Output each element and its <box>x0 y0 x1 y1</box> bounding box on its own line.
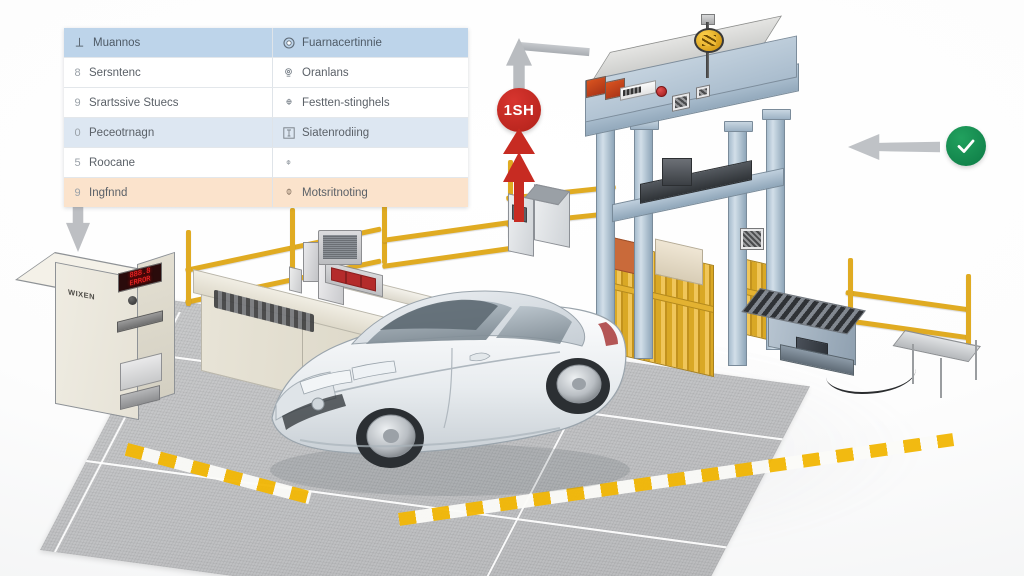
check-icon <box>957 139 975 153</box>
row-number: 8 <box>74 66 81 79</box>
table-row[interactable]: 8 Sersntenc Oranlans <box>64 58 468 88</box>
datum-icon <box>282 186 295 199</box>
rail-post <box>848 258 853 334</box>
arrow-shaft <box>514 178 524 222</box>
row-value: Oranlans <box>302 66 349 79</box>
row-cell-label: 0 Peceotrnagn <box>64 118 273 147</box>
row-cell-label: 5 Roocane <box>64 148 273 177</box>
column-cap <box>724 121 753 132</box>
red-stop-marker[interactable]: 1SH <box>497 88 541 132</box>
rail-post <box>966 274 971 350</box>
concentricity-icon <box>282 66 295 79</box>
feature-frame-icon <box>282 126 295 139</box>
row-cell-value: Oranlans <box>273 58 468 87</box>
table-leg <box>912 344 914 384</box>
press-ram <box>662 158 692 186</box>
monitor-screen <box>323 235 357 259</box>
fence-band <box>601 280 713 313</box>
row-label: Srartssive Stuecs <box>89 96 179 109</box>
green-check-marker[interactable] <box>946 126 986 166</box>
position-small-icon <box>282 156 295 169</box>
amber-warning-beacon <box>694 28 724 53</box>
rack-lamp <box>331 267 346 285</box>
pad-line <box>86 460 727 548</box>
workstation-monitor <box>318 230 362 265</box>
red-double-up-arrow <box>503 128 535 222</box>
emergency-stop-button[interactable] <box>656 86 667 97</box>
auxiliary-unit <box>289 266 302 294</box>
table-row[interactable]: 9 Ingfnnd Motsritnoting <box>64 178 468 207</box>
table-leg <box>975 340 977 380</box>
row-number: 9 <box>74 96 81 109</box>
row-cell-label: 9 Ingfnnd <box>64 178 273 207</box>
arrow-head-upper <box>503 128 535 154</box>
header-label-1: Muannos <box>93 36 141 49</box>
press-column <box>630 119 659 359</box>
measurement-data-table[interactable]: Muannos Fuarnacertinnie 8 Sersntenc <box>64 28 468 207</box>
header-label-2: Fuarnacertinnie <box>302 36 382 49</box>
position-icon <box>282 96 295 109</box>
row-label: Ingfnnd <box>89 186 128 199</box>
row-cell-value: Siatenrodiing <box>273 118 468 147</box>
row-cell-value: Motsritnoting <box>273 178 468 207</box>
table-header-row: Muannos Fuarnacertinnie <box>64 28 468 58</box>
rail-post <box>382 188 387 264</box>
grey-pointer-bar <box>519 42 590 57</box>
perpendicularity-icon <box>73 36 86 49</box>
row-cell-label: 9 Srartssive Stuecs <box>64 88 273 117</box>
row-value: Siatenrodiing <box>302 126 370 139</box>
header-cell-1: Muannos <box>64 28 273 57</box>
row-number: 9 <box>74 186 81 199</box>
beacon-lens <box>702 35 716 46</box>
stop-badge-label: 1SH <box>503 101 535 119</box>
circle-target-icon <box>282 36 295 49</box>
column-cap <box>762 109 791 120</box>
row-cell-value: Festten-stinghels <box>273 88 468 117</box>
die-marking-plate <box>740 228 764 250</box>
row-number: 5 <box>74 156 81 169</box>
rack-lamp <box>361 274 376 292</box>
safety-rail <box>382 245 512 269</box>
bench-door-seam <box>302 319 303 396</box>
computer-tower <box>303 242 319 282</box>
row-value: Festten-stinghels <box>302 96 390 109</box>
row-label: Peceotrnagn <box>89 126 155 139</box>
row-cell-value <box>273 148 468 177</box>
hmi-readout <box>623 86 641 97</box>
rail-post <box>290 208 295 284</box>
grey-left-arrow <box>848 134 940 160</box>
rack-lamp <box>346 271 361 288</box>
table-leg <box>940 358 942 398</box>
rail-post <box>186 230 191 306</box>
row-number: 0 <box>74 126 81 139</box>
header-cell-2: Fuarnacertinnie <box>273 28 468 57</box>
row-value: Motsritnoting <box>302 186 368 199</box>
cabinet-selector-knob[interactable] <box>128 296 137 305</box>
power-cable <box>826 352 916 394</box>
row-cell-label: 8 Sersntenc <box>64 58 273 87</box>
plate-hatch <box>675 95 687 109</box>
table-row[interactable]: 0 Peceotrnagn Siatenrodiing <box>64 118 468 148</box>
table-row[interactable]: 9 Srartssive Stuecs Festten-stinghels <box>64 88 468 118</box>
safety-rail <box>382 219 512 243</box>
plate-hatch <box>743 231 761 247</box>
row-label: Sersntenc <box>89 66 141 79</box>
press-column <box>592 109 621 354</box>
table-row[interactable]: 5 Roocane <box>64 148 468 178</box>
row-label: Roocane <box>89 156 136 169</box>
plate-hatch <box>699 88 707 96</box>
